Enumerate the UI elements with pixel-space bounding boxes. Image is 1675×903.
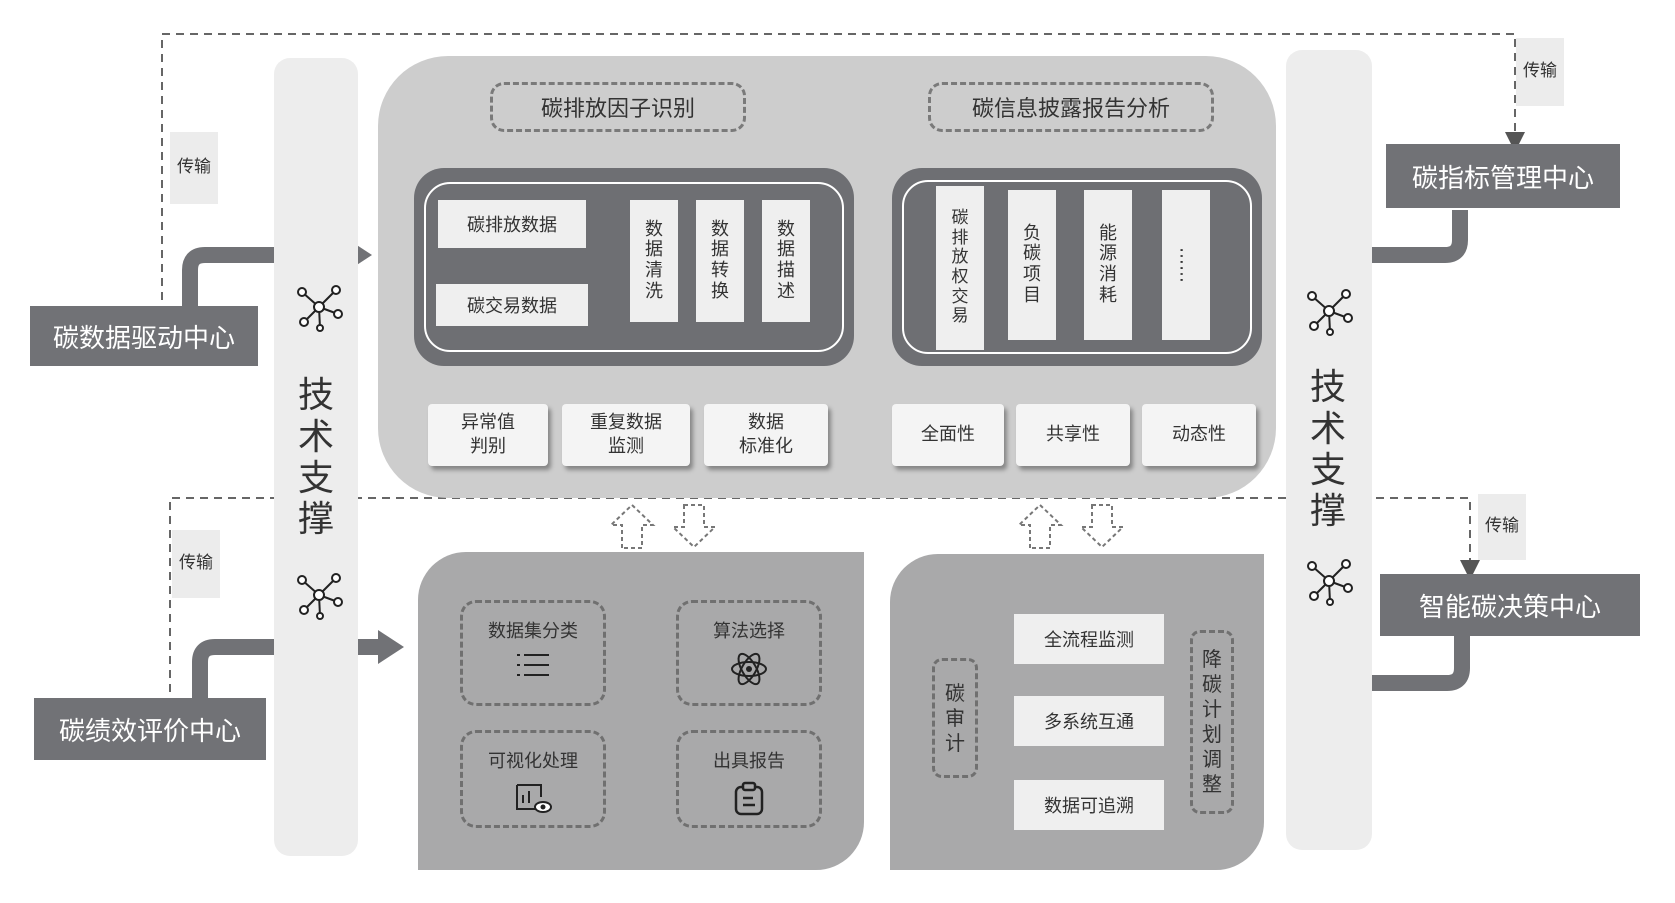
middle-transmission-line — [169, 497, 1480, 692]
tag-shareability: 共享性 — [1016, 404, 1130, 466]
tag-comprehensiveness: 全面性 — [892, 404, 1004, 466]
step-data-description: 数据描述 — [762, 200, 810, 322]
right-module-title: 碳信息披露报告分析 — [928, 82, 1214, 132]
arrow-performance-to-center — [192, 639, 380, 700]
box-dataset-classification: 数据集分类 — [460, 600, 606, 706]
step-data-cleaning: 数据清洗 — [630, 200, 678, 322]
column-ellipsis: …… — [1162, 190, 1210, 340]
audit-full-process-monitoring: 全流程监测 — [1014, 614, 1164, 664]
tech-support-label-right: 技术支撑 — [1309, 367, 1346, 533]
column-negative-carbon-project: 负碳项目 — [1008, 190, 1056, 340]
left-module-title: 碳排放因子识别 — [490, 82, 746, 132]
audit-label-carbon-audit: 碳审计 — [932, 658, 978, 778]
input-carbon-emission-data: 碳排放数据 — [438, 200, 586, 248]
list-icon — [513, 651, 553, 686]
hollow-updown-arrows-right — [1016, 503, 1126, 549]
hollow-updown-arrows-left — [608, 503, 718, 549]
clipboard-icon — [731, 781, 767, 822]
audit-data-traceable: 数据可追溯 — [1014, 780, 1164, 830]
column-energy-consumption: 能源消耗 — [1084, 190, 1132, 340]
right-disclosure-inner-outline — [902, 180, 1252, 354]
input-carbon-trading-data: 碳交易数据 — [436, 284, 588, 326]
network-icon — [1304, 556, 1354, 610]
hub-smart-carbon-decision: 智能碳决策中心 — [1380, 574, 1640, 636]
network-icon — [294, 282, 344, 336]
network-icon — [1304, 286, 1354, 340]
box-algorithm-selection: 算法选择 — [676, 600, 822, 706]
transmission-label-top-left: 传输 — [170, 132, 218, 204]
tag-outlier-detection: 异常值判别 — [428, 404, 548, 466]
chart-eye-icon — [513, 781, 553, 820]
tag-dynamism: 动态性 — [1142, 404, 1256, 466]
tag-duplicate-monitoring: 重复数据监测 — [562, 404, 690, 466]
audit-label-reduction-plan-adjust: 降碳计划调整 — [1190, 630, 1234, 814]
box-visualization: 可视化处理 — [460, 730, 606, 828]
tech-support-label-left: 技术支撑 — [297, 375, 334, 541]
tech-support-pillar-right — [1286, 50, 1372, 850]
column-carbon-emission-trading: 碳排放权交易 — [936, 186, 984, 350]
step-data-transform: 数据转换 — [696, 200, 744, 322]
tag-data-standardization: 数据标准化 — [704, 404, 828, 466]
algorithm-panel — [418, 552, 864, 870]
atom-icon — [729, 651, 769, 692]
arrow-decision-to-center — [1318, 636, 1470, 691]
transmission-label-mid-left: 传输 — [172, 530, 220, 598]
arrow-indicator-to-center — [1312, 210, 1468, 263]
left-processing-inner-outline — [424, 182, 844, 352]
box-issue-report: 出具报告 — [676, 730, 822, 828]
transmission-label-mid-right: 传输 — [1478, 494, 1526, 560]
tech-support-pillar-left — [274, 58, 358, 856]
transmission-label-top-right: 传输 — [1516, 38, 1564, 106]
arrow-data-driver-to-center — [182, 247, 348, 307]
hub-carbon-indicator-mgmt: 碳指标管理中心 — [1386, 144, 1620, 208]
network-icon — [294, 570, 344, 624]
audit-multi-system-interconnect: 多系统互通 — [1014, 696, 1164, 746]
top-transmission-line — [161, 33, 1525, 300]
hub-carbon-performance-eval: 碳绩效评价中心 — [34, 698, 266, 760]
hub-carbon-data-driver: 碳数据驱动中心 — [30, 306, 258, 366]
